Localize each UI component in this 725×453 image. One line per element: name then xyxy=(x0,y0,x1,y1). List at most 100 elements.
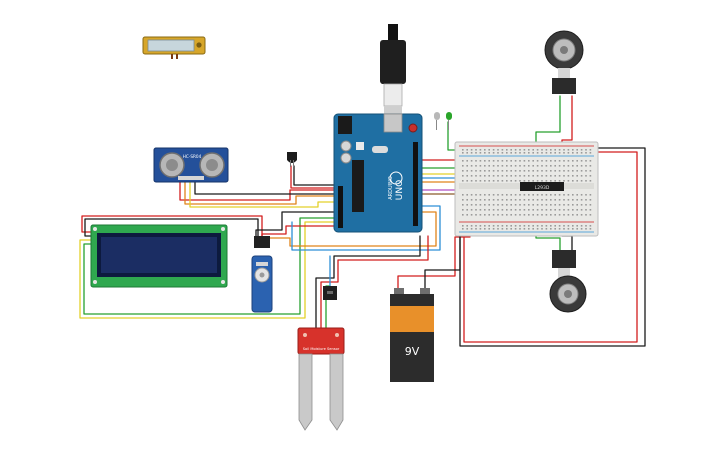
breadboard-hole xyxy=(484,225,486,227)
breadboard-hole xyxy=(475,170,477,172)
breadboard-hole xyxy=(580,214,583,216)
breadboard-hole xyxy=(514,214,517,216)
breadboard-hole xyxy=(466,160,468,162)
breadboard-hole xyxy=(567,175,570,177)
breadboard-hole xyxy=(488,149,490,151)
breadboard-hole xyxy=(497,228,499,230)
breadboard-hole xyxy=(567,225,570,227)
breadboard-hole xyxy=(492,170,495,172)
breadboard-hole xyxy=(492,149,495,151)
breadboard-hole xyxy=(536,170,539,172)
breadboard-hole xyxy=(475,209,477,211)
breadboard-hole xyxy=(567,199,570,201)
breadboard-hole xyxy=(572,225,574,227)
soil-sensor-label: Soil Moisture Sensor xyxy=(303,347,340,351)
breadboard-hole xyxy=(528,228,530,230)
breadboard-hole xyxy=(514,194,517,196)
breadboard-hole xyxy=(501,170,504,172)
breadboard-hole xyxy=(554,170,556,172)
breadboard-hole xyxy=(510,165,512,167)
breadboard-hole xyxy=(576,199,578,201)
breadboard-hole xyxy=(523,225,526,227)
wire-bat-red xyxy=(397,236,471,293)
breadboard-hole xyxy=(572,194,574,196)
breadboard-hole xyxy=(484,160,486,162)
breadboard-hole xyxy=(470,199,473,201)
breadboard-hole xyxy=(532,180,534,182)
breadboard-hole xyxy=(567,160,570,162)
breadboard-hole xyxy=(462,228,464,230)
ultrasonic-label: HC-SR04 xyxy=(183,154,202,159)
breadboard-hole xyxy=(536,152,539,154)
breadboard-hole xyxy=(585,214,587,216)
breadboard-hole xyxy=(470,175,473,177)
breadboard-hole xyxy=(532,209,534,211)
breadboard-hole xyxy=(492,214,495,216)
breadboard-hole xyxy=(510,170,512,172)
breadboard-hole xyxy=(550,209,552,211)
breadboard-hole xyxy=(475,180,477,182)
breadboard-hole xyxy=(558,214,561,216)
breadboard-hole xyxy=(475,160,477,162)
breadboard-hole xyxy=(589,204,592,206)
breadboard-hole xyxy=(550,204,552,206)
breadboard-hole xyxy=(466,165,468,167)
breadboard-hole xyxy=(589,214,592,216)
breadboard-hole xyxy=(536,165,539,167)
breadboard-hole xyxy=(580,170,583,172)
breadboard-hole xyxy=(585,204,587,206)
breadboard-hole xyxy=(519,170,521,172)
breadboard-hole xyxy=(497,204,499,206)
breadboard-hole xyxy=(466,204,468,206)
wire-top-red xyxy=(417,133,459,161)
breadboard-hole xyxy=(484,175,486,177)
breadboard-hole xyxy=(488,180,490,182)
breadboard-hole xyxy=(462,152,464,154)
breadboard-hole xyxy=(492,175,495,177)
breadboard-hole xyxy=(501,228,504,230)
breadboard-hole xyxy=(558,194,561,196)
breadboard-hole xyxy=(523,149,526,151)
breadboard-hole xyxy=(510,194,512,196)
breadboard-hole xyxy=(462,180,464,182)
breadboard-hole xyxy=(462,194,464,196)
breadboard-hole xyxy=(492,204,495,206)
breadboard-hole xyxy=(528,194,530,196)
breadboard-hole xyxy=(585,152,587,154)
breadboard-hole xyxy=(536,149,539,151)
breadboard-hole xyxy=(558,199,561,201)
breadboard-hole xyxy=(510,152,512,154)
breadboard-hole xyxy=(576,170,578,172)
breadboard-hole xyxy=(567,194,570,196)
breadboard-hole xyxy=(558,160,561,162)
breadboard-hole xyxy=(585,170,587,172)
dc-motor-bottom xyxy=(549,250,587,313)
breadboard-hole xyxy=(470,160,473,162)
breadboard-hole xyxy=(497,199,499,201)
breadboard-hole xyxy=(479,228,482,230)
breadboard-hole xyxy=(519,209,521,211)
breadboard-hole xyxy=(572,165,574,167)
breadboard-hole xyxy=(466,194,468,196)
breadboard-hole xyxy=(497,194,499,196)
wire-us-orange xyxy=(184,181,336,205)
breadboard: L293D xyxy=(454,141,599,237)
wire-soil-red xyxy=(320,235,429,331)
breadboard-hole xyxy=(567,170,570,172)
breadboard-hole xyxy=(580,165,583,167)
breadboard-hole xyxy=(580,228,583,230)
breadboard-hole xyxy=(488,194,490,196)
breadboard-hole xyxy=(528,175,530,177)
breadboard-hole xyxy=(528,165,530,167)
breadboard-hole xyxy=(554,209,556,211)
breadboard-hole xyxy=(558,228,561,230)
breadboard-hole xyxy=(589,152,592,154)
breadboard-hole xyxy=(532,170,534,172)
breadboard-hole xyxy=(572,152,574,154)
breadboard-hole xyxy=(576,160,578,162)
breadboard-hole xyxy=(572,228,574,230)
breadboard-hole xyxy=(501,209,504,211)
breadboard-hole xyxy=(550,194,552,196)
breadboard-hole xyxy=(466,199,468,201)
breadboard-hole xyxy=(466,152,468,154)
